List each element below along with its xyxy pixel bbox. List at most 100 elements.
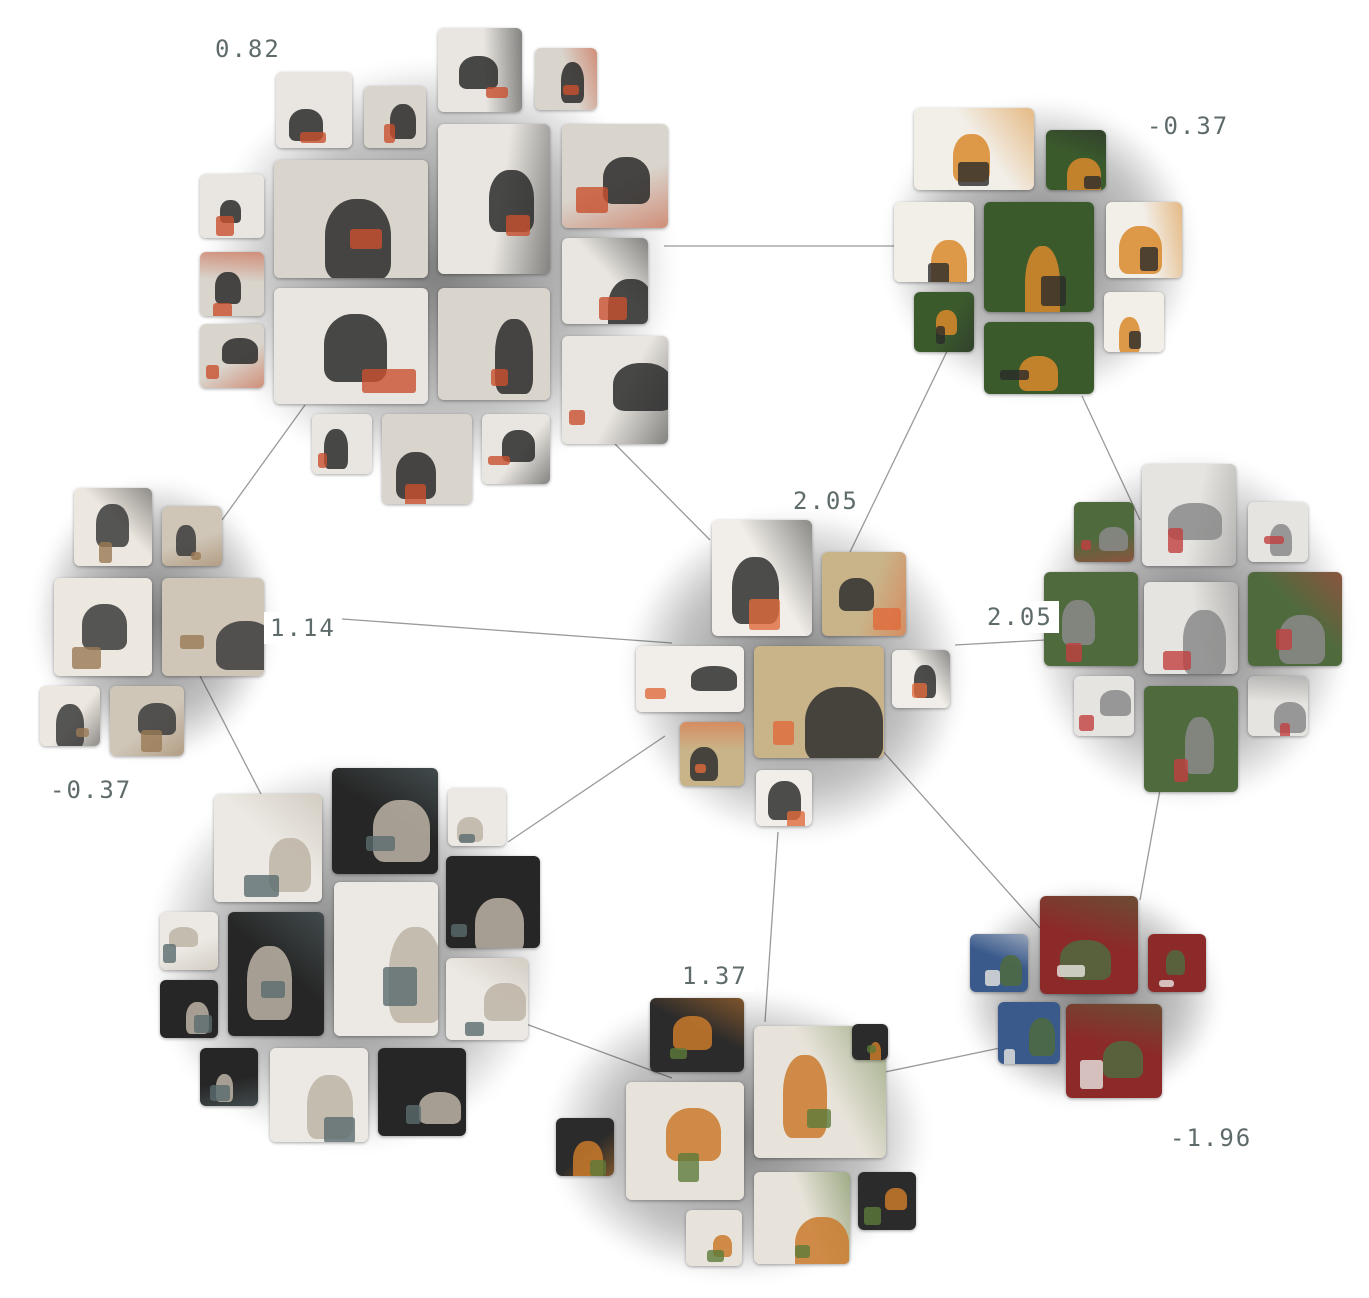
image-thumbnail[interactable] [228,912,324,1036]
image-thumbnail[interactable] [110,686,184,756]
image-thumbnail[interactable] [276,72,352,148]
thumbnail-accent [72,647,102,669]
cluster-edge [1139,789,1161,901]
image-thumbnail[interactable] [1066,1004,1162,1098]
thumbnail-accent [1081,539,1091,551]
image-thumbnail[interactable] [756,770,812,826]
image-thumbnail[interactable] [858,1172,916,1230]
image-thumbnail[interactable] [364,86,426,148]
thumbnail-accent [935,325,945,345]
image-thumbnail[interactable] [914,108,1034,190]
image-thumbnail[interactable] [562,124,668,228]
image-thumbnail[interactable] [200,174,264,238]
thumbnail-accent [404,484,427,504]
image-thumbnail[interactable] [160,912,218,970]
image-thumbnail[interactable] [712,520,812,636]
image-thumbnail[interactable] [446,856,540,948]
image-thumbnail[interactable] [438,124,550,274]
image-thumbnail[interactable] [1248,502,1308,562]
image-thumbnail[interactable] [892,650,950,708]
thumbnail-accent [215,216,234,237]
image-thumbnail[interactable] [562,238,648,324]
image-thumbnail[interactable] [970,934,1028,992]
image-thumbnail[interactable] [214,794,322,902]
image-thumbnail[interactable] [74,488,152,566]
image-thumbnail[interactable] [312,414,372,474]
image-thumbnail[interactable] [1144,582,1238,674]
image-thumbnail[interactable] [332,768,438,874]
image-thumbnail[interactable] [822,552,906,636]
image-thumbnail[interactable] [438,288,550,400]
image-thumbnail[interactable] [1104,292,1164,352]
thumbnail-accent [1276,628,1293,650]
thumbnail-subject [999,955,1023,986]
image-thumbnail[interactable] [160,980,218,1038]
thumbnail-subject [839,578,875,611]
image-thumbnail[interactable] [482,414,550,484]
image-thumbnail[interactable] [200,252,264,316]
image-thumbnail[interactable] [1248,676,1308,736]
thumbnail-subject [603,157,651,204]
thumbnail-accent [488,455,511,466]
image-thumbnail[interactable] [1046,130,1106,190]
thumbnail-accent [1162,650,1191,671]
image-thumbnail[interactable] [1144,686,1238,792]
thumbnail-accent [864,1206,881,1225]
image-thumbnail[interactable] [270,1048,368,1142]
thumbnail-accent [958,161,989,187]
image-thumbnail[interactable] [162,578,264,676]
image-thumbnail[interactable] [680,722,744,786]
image-thumbnail[interactable] [162,506,222,566]
image-thumbnail[interactable] [626,1082,744,1200]
image-thumbnail[interactable] [40,686,100,746]
score-label-bottom-right: -1.96 [1170,1124,1253,1152]
image-thumbnail[interactable] [438,28,522,112]
image-thumbnail[interactable] [556,1118,614,1176]
image-thumbnail[interactable] [274,160,428,278]
image-thumbnail[interactable] [446,958,528,1040]
image-thumbnail[interactable] [378,1048,466,1136]
thumbnail-accent [163,944,176,963]
image-thumbnail[interactable] [54,578,152,676]
image-thumbnail[interactable] [1248,572,1342,666]
image-thumbnail[interactable] [984,202,1094,312]
image-thumbnail[interactable] [686,1210,742,1266]
image-thumbnail[interactable] [636,646,744,712]
image-thumbnail[interactable] [535,48,597,110]
image-thumbnail[interactable] [1044,572,1138,666]
image-thumbnail[interactable] [984,322,1094,394]
image-thumbnail[interactable] [334,882,438,1036]
image-thumbnail[interactable] [382,414,472,504]
image-thumbnail[interactable] [754,1172,850,1264]
thumbnail-accent [505,215,531,236]
image-thumbnail[interactable] [562,336,668,444]
image-thumbnail[interactable] [650,998,744,1072]
image-thumbnail[interactable] [274,288,428,404]
thumbnail-accent [748,599,781,631]
image-thumbnail[interactable] [914,292,974,352]
thumbnail-accent [575,187,608,214]
image-thumbnail[interactable] [852,1024,888,1060]
image-thumbnail[interactable] [1040,896,1138,994]
image-thumbnail[interactable] [754,646,884,758]
image-thumbnail[interactable] [200,324,264,388]
thumbnail-subject [138,702,177,735]
image-thumbnail[interactable] [448,788,506,846]
image-thumbnail[interactable] [1074,676,1134,736]
thumbnail-accent [459,833,476,844]
thumbnail-subject [55,704,85,746]
image-thumbnail[interactable] [894,202,974,282]
thumbnail-subject [96,504,129,548]
image-thumbnail[interactable] [1148,934,1206,992]
image-thumbnail[interactable] [200,1048,258,1106]
score-label-center: 2.05 [793,487,859,515]
score-label-top-left: 0.82 [215,35,281,63]
thumbnail-subject [673,1016,712,1050]
image-thumbnail[interactable] [998,1002,1060,1064]
thumbnail-subject [1099,526,1129,552]
thumbnail-accent [568,409,586,425]
thumbnail-subject [418,1091,461,1125]
image-thumbnail[interactable] [1142,464,1236,566]
image-thumbnail[interactable] [1106,202,1182,278]
image-thumbnail[interactable] [1074,502,1134,562]
